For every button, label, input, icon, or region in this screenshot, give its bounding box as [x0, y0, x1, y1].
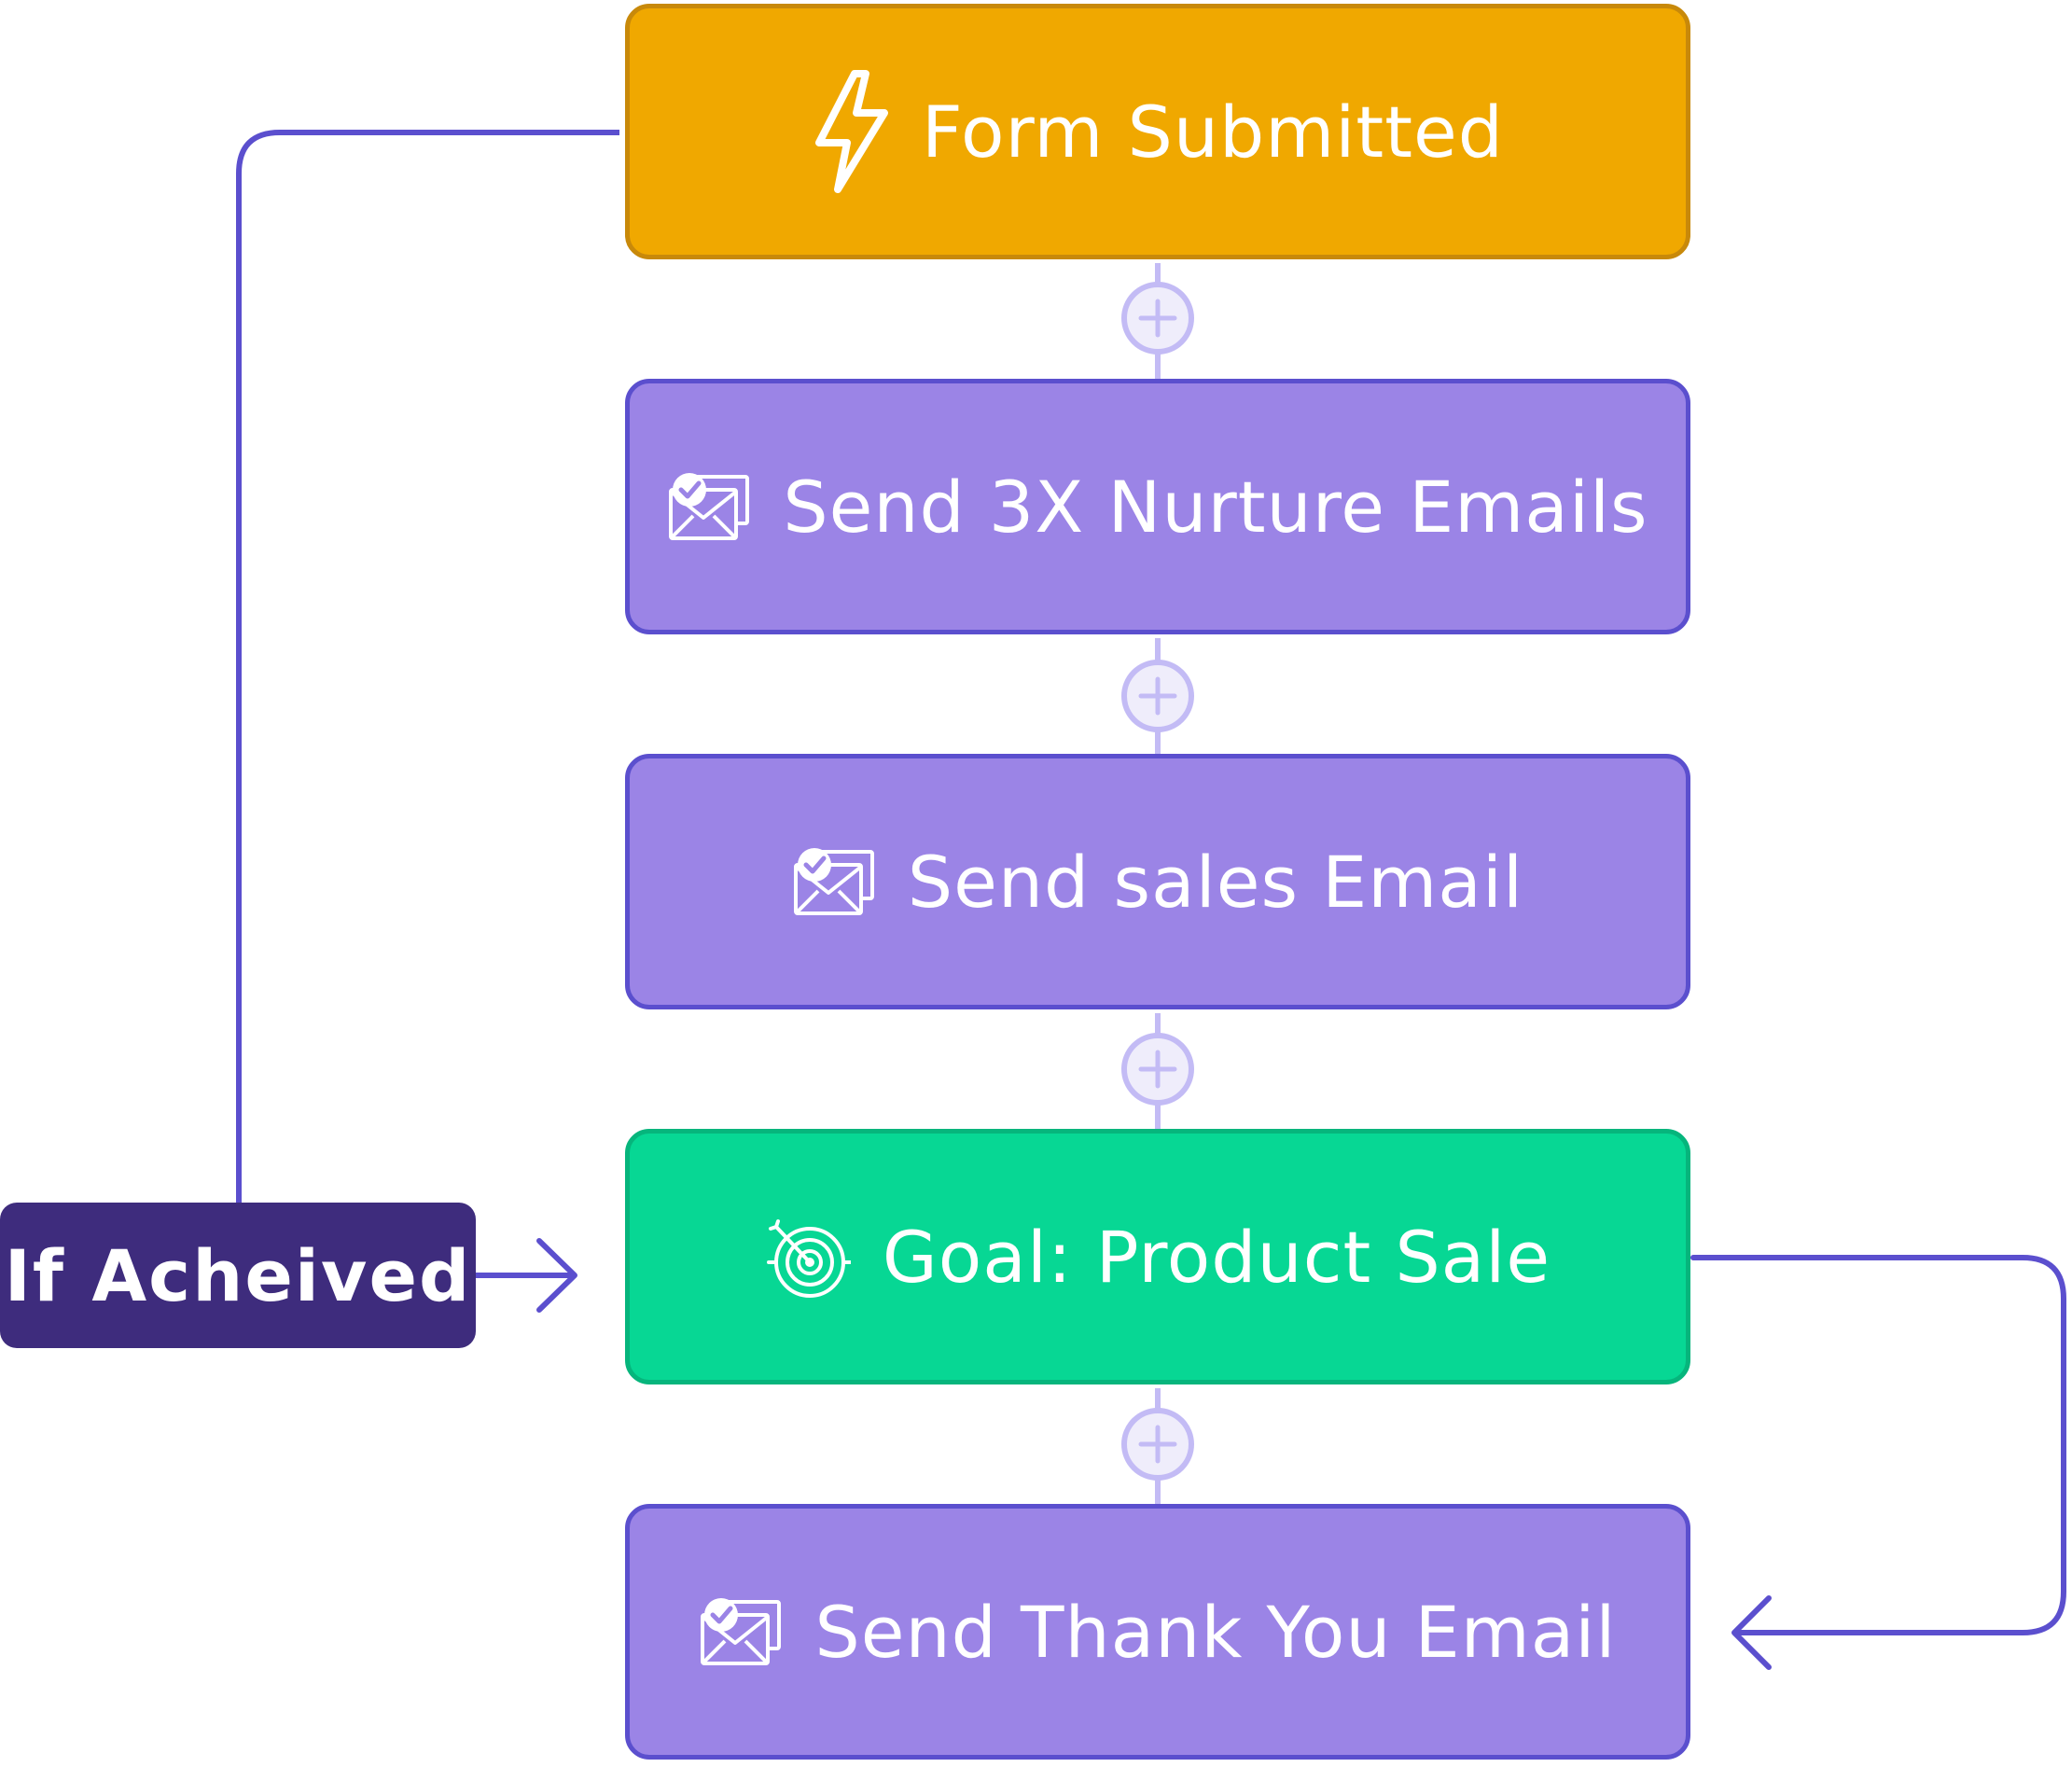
email-check-icon	[699, 1596, 783, 1667]
node-label: Send sales Email	[907, 840, 1524, 924]
condition-label: If Acheived	[4, 1233, 472, 1317]
condition-badge[interactable]: If Acheived	[0, 1203, 476, 1348]
target-icon	[765, 1214, 851, 1300]
node-form-submitted[interactable]: Form Submitted	[625, 4, 1690, 259]
add-step-button[interactable]	[1121, 660, 1194, 732]
node-goal-product-sale[interactable]: Goal: Product Sale	[625, 1129, 1690, 1384]
goal-achieved-arrow	[1690, 1255, 2066, 1670]
node-nurture-emails[interactable]: Send 3X Nurture Emails	[625, 379, 1690, 634]
node-label: Send 3X Nurture Emails	[783, 465, 1648, 549]
add-step-button[interactable]	[1121, 1033, 1194, 1106]
email-check-icon	[792, 846, 876, 917]
condition-loop-line	[236, 130, 619, 1203]
condition-arrow	[473, 1238, 577, 1313]
email-check-icon	[667, 471, 751, 542]
node-thank-you-email[interactable]: Send Thank You Email	[625, 1504, 1690, 1760]
node-label: Send Thank You Email	[814, 1590, 1617, 1674]
add-step-button[interactable]	[1121, 282, 1194, 355]
node-sales-email[interactable]: Send sales Email	[625, 754, 1690, 1009]
node-label: Form Submitted	[921, 90, 1504, 174]
add-step-button[interactable]	[1121, 1408, 1194, 1481]
node-label: Goal: Product Sale	[882, 1215, 1551, 1299]
lightning-icon	[812, 70, 890, 193]
